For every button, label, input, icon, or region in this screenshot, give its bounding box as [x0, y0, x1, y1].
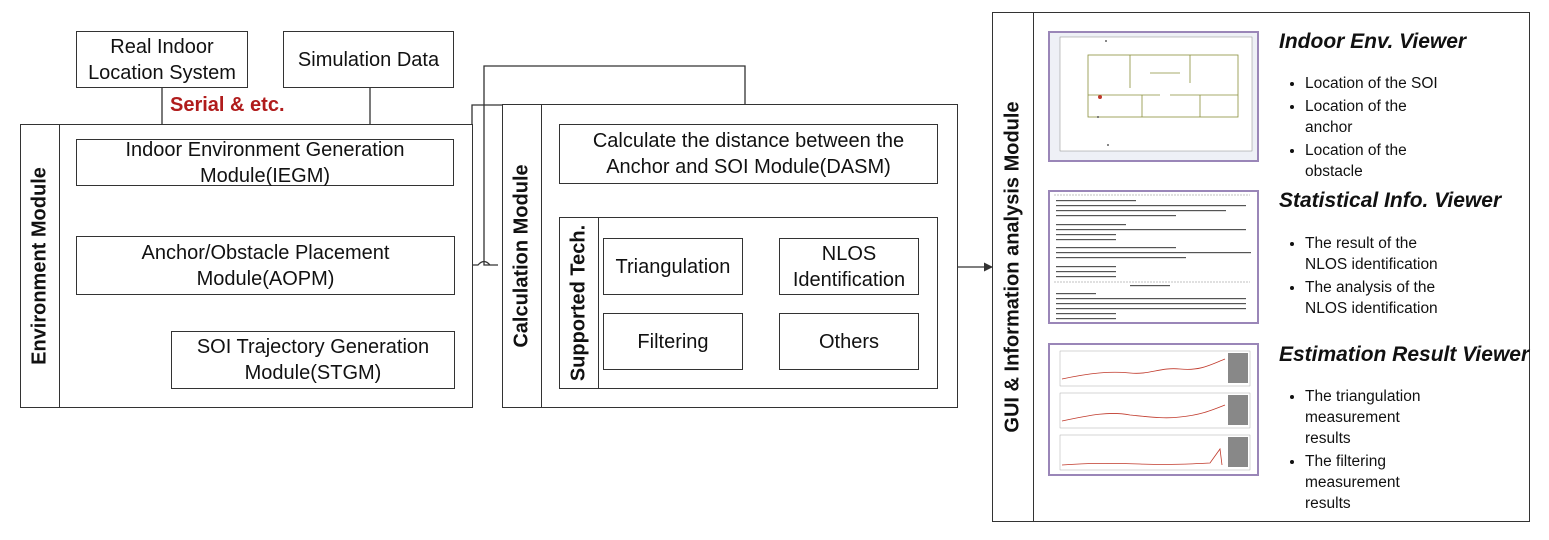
triangulation-box: Triangulation [603, 238, 743, 295]
dasm-box: Calculate the distance between the Ancho… [559, 124, 938, 184]
nlos-identification-box: NLOS Identification [779, 238, 919, 295]
indoor-env-viewer-thumbnail [1048, 31, 1259, 162]
bullet-triangulation-results: The triangulation measurement results [1305, 386, 1420, 449]
aopm-box: Anchor/Obstacle Placement Module(AOPM) [76, 236, 455, 295]
wire-aopm-to-dasm [455, 65, 750, 266]
estimation-result-viewer-title: Estimation Result Viewer [1279, 343, 1530, 366]
iegm-box: Indoor Environment Generation Module(IEG… [76, 139, 454, 187]
simulation-data: Simulation Data [283, 31, 454, 88]
estimation-result-viewer-thumbnail [1048, 343, 1259, 476]
stgm-box: SOI Trajectory Generation Module(STGM) [171, 331, 455, 389]
statistical-info-viewer-title: Statistical Info. Viewer [1279, 189, 1502, 212]
gui-module-title: GUI & Information analysis Module [1001, 101, 1024, 433]
supported-tech-title: Supported Tech. [567, 224, 590, 382]
estimation-result-viewer-bullets: The triangulation measurement results Th… [1283, 386, 1420, 516]
calculation-module-title: Calculation Module [510, 164, 533, 348]
bullet-nlos-analysis: The analysis of the NLOS identification [1305, 277, 1438, 319]
indoor-env-viewer-bullets: Location of the SOI Location of the anch… [1283, 73, 1438, 184]
bullet-location-soi: Location of the SOI [1305, 73, 1438, 94]
statistical-info-viewer-bullets: The result of the NLOS identification Th… [1283, 233, 1438, 321]
bullet-location-anchor: Location of the anchor [1305, 96, 1438, 138]
bullet-filtering-results: The filtering measurement results [1305, 451, 1420, 514]
statistical-info-viewer-thumbnail [1048, 190, 1259, 324]
real-indoor-location-system: Real Indoor Location System [76, 31, 248, 88]
bullet-nlos-result: The result of the NLOS identification [1305, 233, 1438, 275]
serial-label: Serial & etc. [170, 94, 285, 116]
bullet-location-obstacle: Location of the obstacle [1305, 140, 1438, 182]
filtering-box: Filtering [603, 313, 743, 370]
environment-module-title: Environment Module [28, 167, 51, 365]
others-box: Others [779, 313, 919, 370]
indoor-env-viewer-title: Indoor Env. Viewer [1279, 30, 1467, 53]
